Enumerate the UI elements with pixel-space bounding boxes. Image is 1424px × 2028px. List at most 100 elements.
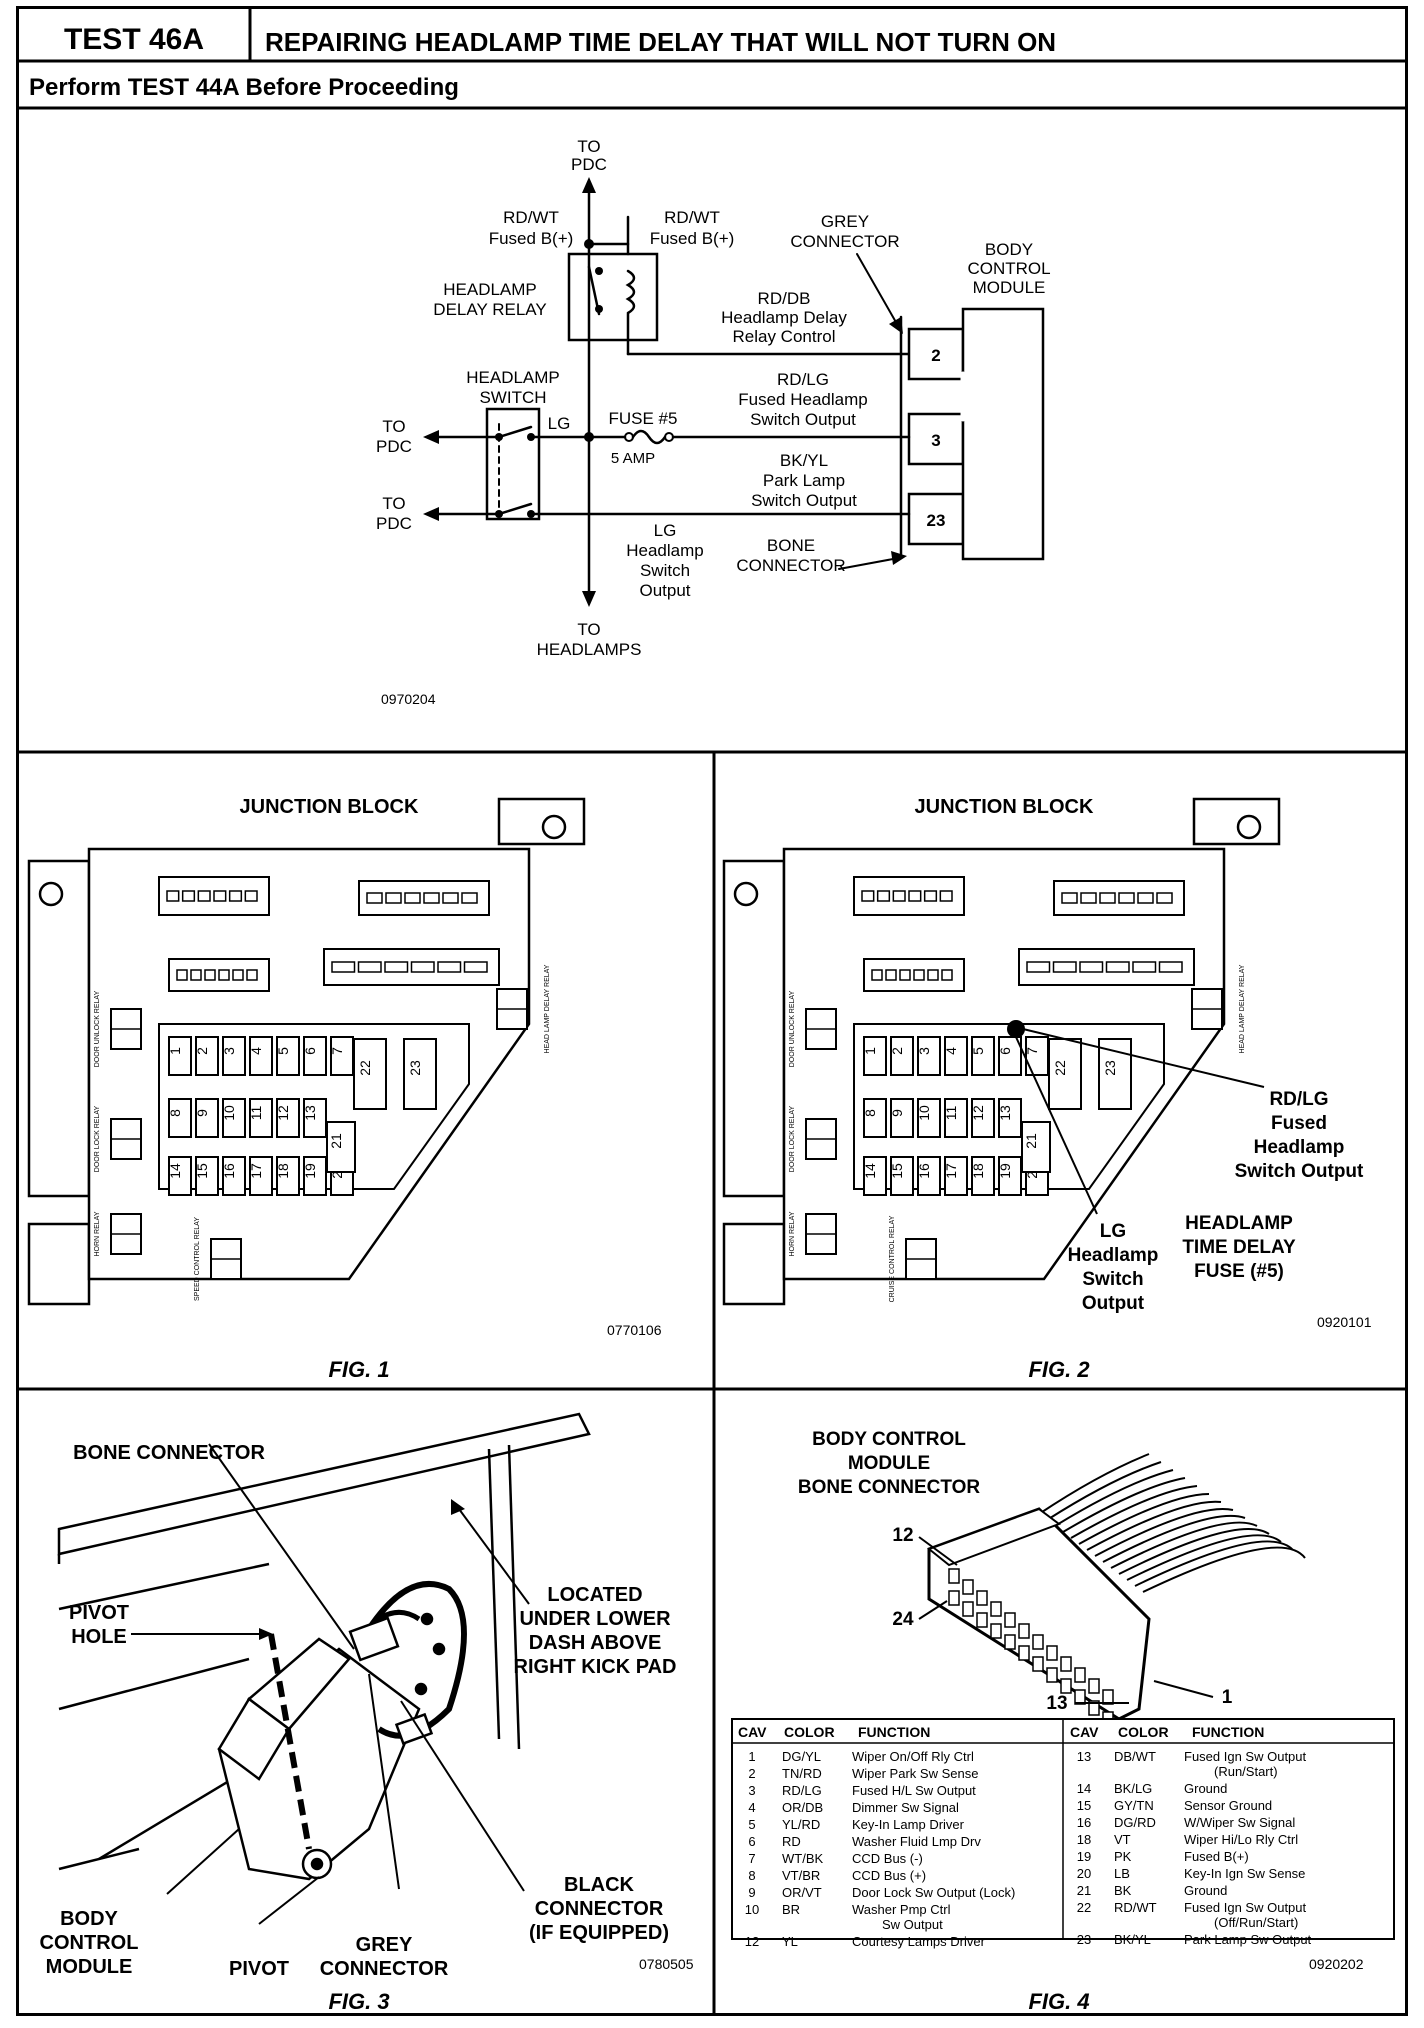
cavity: [1004, 1634, 1016, 1650]
cav-cell: 15: [1077, 1798, 1091, 1813]
label: HEADLAMP: [443, 280, 537, 299]
label: HEADLAMP: [466, 368, 560, 387]
arrow-down-icon: [582, 591, 596, 607]
color-cell: WT/BK: [782, 1851, 823, 1866]
fuse-number: 21: [328, 1133, 344, 1149]
fuse-number: 2: [889, 1047, 905, 1055]
wire: [1094, 1508, 1234, 1557]
label: CONTROL: [967, 259, 1050, 278]
fuse-number: 1: [862, 1047, 878, 1055]
callout-text: BLACK: [564, 1874, 635, 1896]
label: LG: [654, 521, 677, 540]
callout-text: Switch Output: [1235, 1161, 1364, 1182]
cav-cell: 9: [748, 1885, 755, 1900]
label: Switch Output: [750, 410, 856, 429]
cavity: [1074, 1689, 1086, 1705]
bcm-pin-3: [907, 412, 965, 466]
function-cell: W/Wiper Sw Signal: [1184, 1815, 1295, 1830]
arrow-icon: [259, 1628, 273, 1640]
callout-text: BONE CONNECTOR: [73, 1442, 265, 1464]
function-cell: Wiper Park Sw Sense: [852, 1766, 978, 1781]
fuse-number: 22: [1052, 1060, 1068, 1076]
function-cell: CCD Bus (-): [852, 1851, 923, 1866]
color-cell: BK: [1114, 1883, 1132, 1898]
color-cell: DB/WT: [1114, 1749, 1156, 1764]
fuse-number: 19: [302, 1163, 318, 1179]
label: SWITCH: [479, 388, 546, 407]
callout-text: CONNECTOR: [320, 1958, 449, 1980]
cav-cell: 22: [1077, 1900, 1091, 1915]
fuse-slot: [998, 1156, 1022, 1196]
figure-ref: 0970204: [381, 691, 436, 707]
callout-text: PIVOT: [69, 1602, 129, 1624]
wiring-schematic: 2 3 23 TO PDC RD/WT Fu: [376, 137, 1051, 707]
function-cell: Fused H/L Sw Output: [852, 1783, 976, 1798]
callout-text: CONNECTOR: [535, 1898, 664, 1920]
cavity: [1004, 1612, 1016, 1628]
label: BODY: [985, 240, 1033, 259]
relay-label: DOOR UNLOCK RELAY: [94, 990, 101, 1067]
label: CONNECTOR: [790, 232, 899, 251]
function-cell: Sw Output: [882, 1917, 943, 1932]
cav-cell: 16: [1077, 1815, 1091, 1830]
function-cell: Wiper Hi/Lo Rly Ctrl: [1184, 1832, 1298, 1847]
label: CONNECTOR: [736, 556, 845, 575]
function-cell: Fused Ign Sw Output: [1184, 1900, 1307, 1915]
cavity: [976, 1590, 988, 1606]
wire: [1142, 1546, 1306, 1593]
color-cell: OR/VT: [782, 1885, 822, 1900]
label: HEADLAMPS: [537, 640, 642, 659]
callout-text: RD/LG: [1269, 1089, 1328, 1110]
label: Relay Control: [733, 327, 836, 346]
cavity: [948, 1590, 960, 1606]
fig2-title: JUNCTION BLOCK: [915, 796, 1094, 818]
fuse-slot: [944, 1098, 968, 1138]
fuse-slot: [222, 1156, 246, 1196]
color-cell: BK/YL: [1114, 1932, 1151, 1947]
mount-hole: [541, 814, 567, 840]
cavity: [1074, 1667, 1086, 1683]
relay-label: DOOR UNLOCK RELAY: [789, 990, 796, 1067]
callout-text: FUSE (#5): [1194, 1261, 1284, 1282]
cavity: [1032, 1634, 1044, 1650]
fuse-slot: [222, 1036, 246, 1076]
label: RD/DB: [758, 289, 811, 308]
color-cell: RD/WT: [1114, 1900, 1157, 1915]
wire: [1070, 1485, 1198, 1539]
cav-cell: 20: [1077, 1866, 1091, 1881]
fuse-number: 5: [275, 1047, 291, 1055]
fig3-illustration: [57, 1412, 591, 1881]
cav-cell: 6: [748, 1834, 755, 1849]
fuse-number: 15: [889, 1163, 905, 1179]
wire: [1118, 1528, 1270, 1575]
headlamp-delay-relay: [567, 252, 659, 342]
fuse-slot: [917, 1098, 941, 1138]
function-cell: Fused B(+): [1184, 1849, 1249, 1864]
fuse-number: 18: [970, 1163, 986, 1179]
maxi-fuse: [326, 1121, 356, 1173]
fuse-slot: [249, 1156, 273, 1196]
callout-text: RIGHT KICK PAD: [514, 1656, 677, 1678]
callout-text: UNDER LOWER: [519, 1608, 671, 1630]
cavity: [1102, 1689, 1114, 1705]
wire: [1086, 1500, 1222, 1551]
pin-label: 24: [892, 1609, 914, 1630]
fuse-slot: [890, 1036, 914, 1076]
fig2-labels: JUNCTION BLOCK FIG. 2 0920101 RD/LG Fuse…: [915, 796, 1372, 1382]
callout-text: Output: [1082, 1293, 1145, 1314]
fuse-number: 8: [862, 1109, 878, 1117]
label: GREY: [821, 212, 869, 231]
fig4-title-line: MODULE: [848, 1453, 930, 1474]
label: Fused Headlamp: [738, 390, 867, 409]
arrow-up-icon: [582, 177, 596, 193]
fuse-number: 4: [943, 1047, 959, 1055]
